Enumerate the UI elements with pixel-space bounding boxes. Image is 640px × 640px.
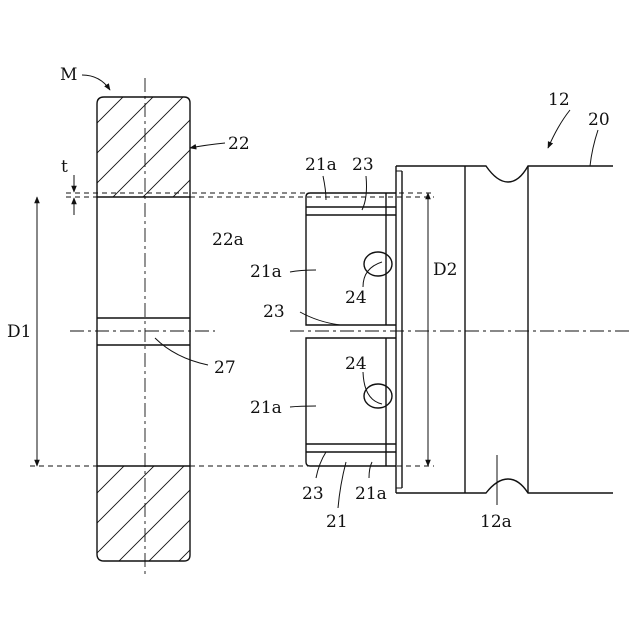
label-12: 12 xyxy=(548,90,570,110)
label-M: M xyxy=(60,65,77,85)
pin-24-lower xyxy=(364,384,392,408)
leader-23-bot xyxy=(316,452,326,478)
label-21a-upper: 21a xyxy=(250,262,282,282)
label-23-mid: 23 xyxy=(263,302,285,322)
label-23-bot: 23 xyxy=(302,484,324,504)
label-D1: D1 xyxy=(7,322,31,342)
label-21a-top: 21a xyxy=(305,155,337,175)
shaft-12 xyxy=(396,166,613,493)
label-21: 21 xyxy=(326,512,348,532)
leader-21a-upper xyxy=(290,270,316,272)
leader-21a-top xyxy=(323,176,326,200)
label-22a: 22a xyxy=(212,230,244,250)
leader-21a-lower xyxy=(290,406,316,407)
inner-part-21 xyxy=(306,193,396,466)
label-D2: D2 xyxy=(433,260,457,280)
label-21a-lower: 21a xyxy=(250,398,282,418)
label-24-upper: 24 xyxy=(345,288,367,308)
leader-21a-bot xyxy=(369,462,372,478)
label-t: t xyxy=(61,157,68,177)
leader-20 xyxy=(590,130,598,166)
label-21a-bot: 21a xyxy=(355,484,387,504)
label-27: 27 xyxy=(214,358,236,378)
label-24-lower: 24 xyxy=(345,354,367,374)
label-22: 22 xyxy=(228,134,250,154)
label-23-top: 23 xyxy=(352,155,374,175)
leader-24-lower xyxy=(363,372,382,404)
label-20: 20 xyxy=(588,110,610,130)
leader-27 xyxy=(155,338,208,365)
leader-21 xyxy=(338,462,346,508)
leader-12 xyxy=(548,110,570,148)
leader-M xyxy=(82,75,110,90)
label-12a: 12a xyxy=(480,512,512,532)
leader-22 xyxy=(190,143,225,148)
